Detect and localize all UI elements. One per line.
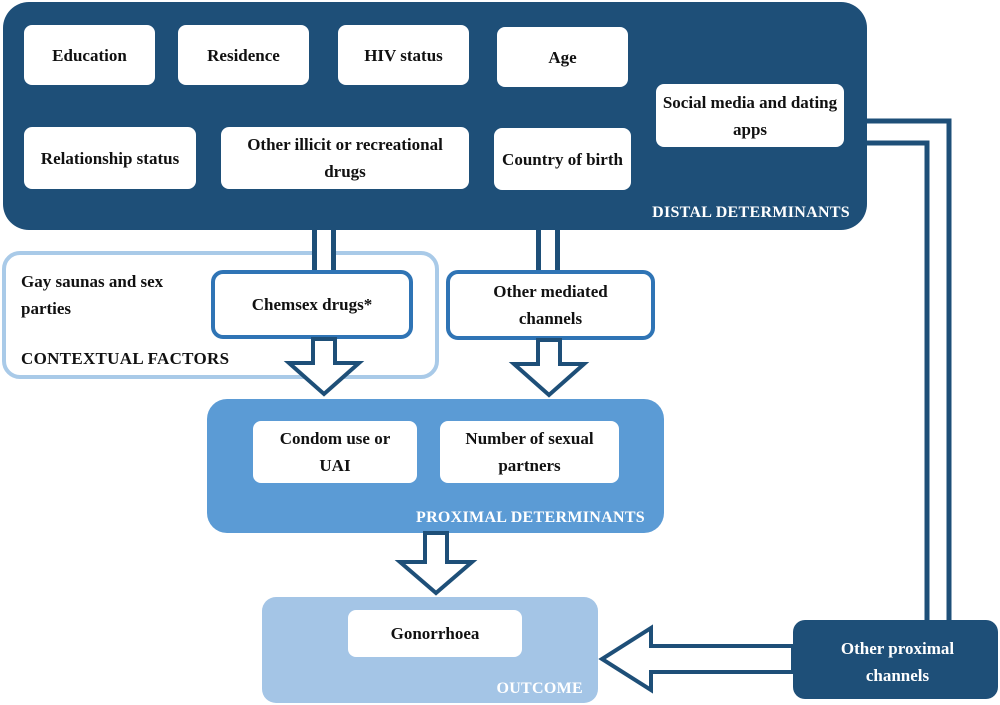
- saunas-text: Gay saunas and sex parties: [21, 272, 164, 318]
- chemsex-drugs-box: Chemsex drugs*: [211, 270, 413, 339]
- other-mediated-box: Other mediated channels: [446, 270, 655, 340]
- other-proximal-text: Other proximal channels: [840, 639, 955, 685]
- outcome-label: OUTCOME: [496, 680, 583, 697]
- distal-label: DISTAL DETERMINANTS: [652, 204, 850, 221]
- other-proximal-panel: [793, 620, 998, 699]
- proximal-label: PROXIMAL DETERMINANTS: [416, 509, 645, 526]
- connector-distal-to-other-mediated: [536, 230, 560, 270]
- gonorrhoea-box: Gonorrhoea: [348, 610, 522, 657]
- residence-box: Residence: [178, 25, 309, 85]
- connector-distal-to-chemsex: [312, 230, 336, 270]
- sexual-partners-box: Number of sexual partners: [440, 421, 619, 483]
- condom-use-box: Condom use or UAI: [253, 421, 417, 483]
- arrow-mediated-to-proximal: [508, 338, 590, 398]
- connector-social-media-to-other-proximal: [844, 118, 952, 622]
- hiv-status-box: HIV status: [338, 25, 469, 85]
- arrow-other-proximal-to-outcome: [598, 624, 795, 694]
- arrow-proximal-to-outcome: [394, 531, 478, 596]
- education-box: Education: [24, 25, 155, 85]
- contextual-label: CONTEXTUAL FACTORS: [21, 349, 230, 368]
- country-of-birth-box: Country of birth: [494, 128, 631, 190]
- other-drugs-box: Other illicit or recreational drugs: [221, 127, 469, 189]
- arrow-chemsex-to-proximal: [283, 337, 365, 397]
- relationship-status-box: Relationship status: [24, 127, 196, 189]
- social-media-box: Social media and dating apps: [656, 84, 844, 147]
- age-box: Age: [497, 27, 628, 87]
